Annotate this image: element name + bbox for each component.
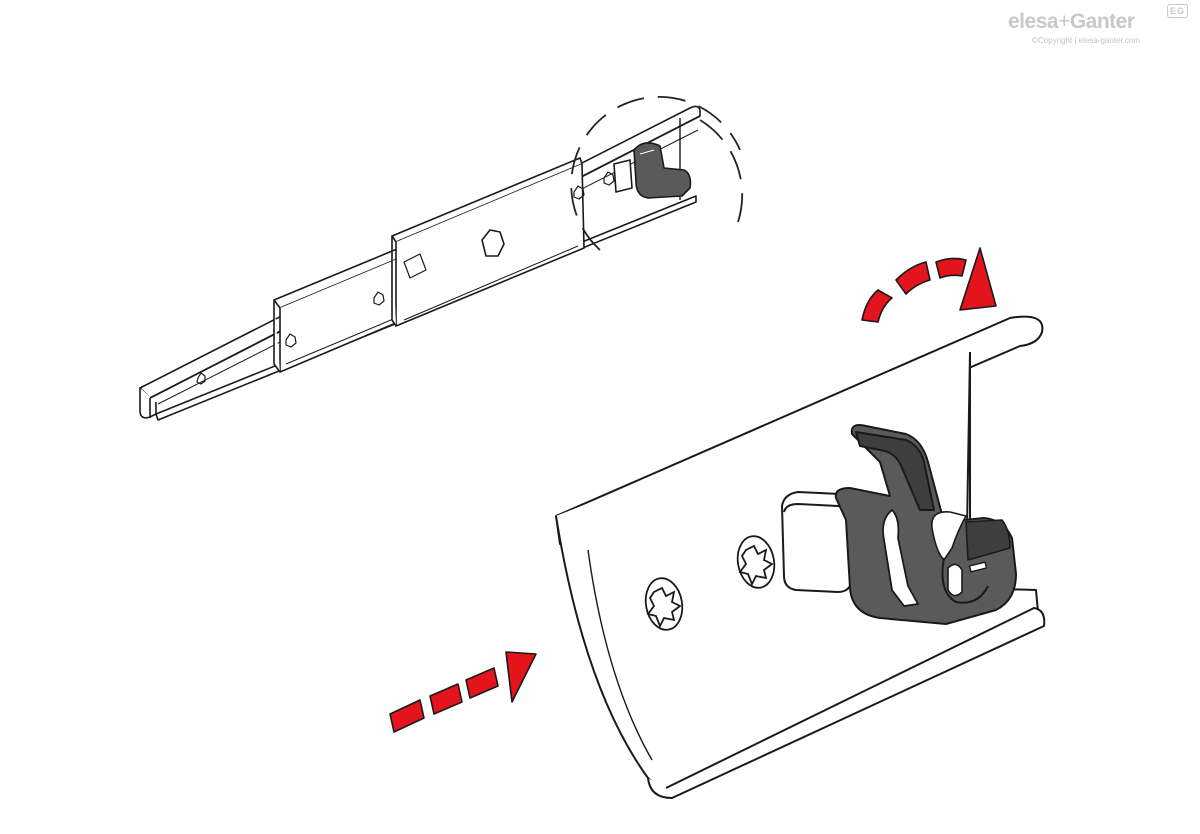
stopper-clip xyxy=(834,424,1017,625)
logo-badge: EG xyxy=(1166,4,1188,18)
brand-logo: elesa+Ganter EG ©Copyright | elesa-gante… xyxy=(1008,4,1188,50)
logo-partner: Ganter xyxy=(1069,10,1135,33)
logo-copyright: ©Copyright | elesa-ganter.com xyxy=(1032,36,1141,45)
mounting-holes xyxy=(196,171,615,385)
logo-brand: elesa xyxy=(1008,10,1059,33)
rotate-arrow xyxy=(861,247,997,323)
hex-stud xyxy=(481,229,505,257)
detail-circle xyxy=(570,96,741,251)
buffer-block xyxy=(781,491,853,593)
overview-slide xyxy=(139,105,701,421)
logo-plus: + xyxy=(1058,10,1070,33)
logo-wordmark: elesa+Ganter xyxy=(1008,10,1135,34)
push-arrow xyxy=(389,651,537,733)
detail-mounting-holes xyxy=(644,535,776,631)
overview-stopper xyxy=(613,142,692,199)
